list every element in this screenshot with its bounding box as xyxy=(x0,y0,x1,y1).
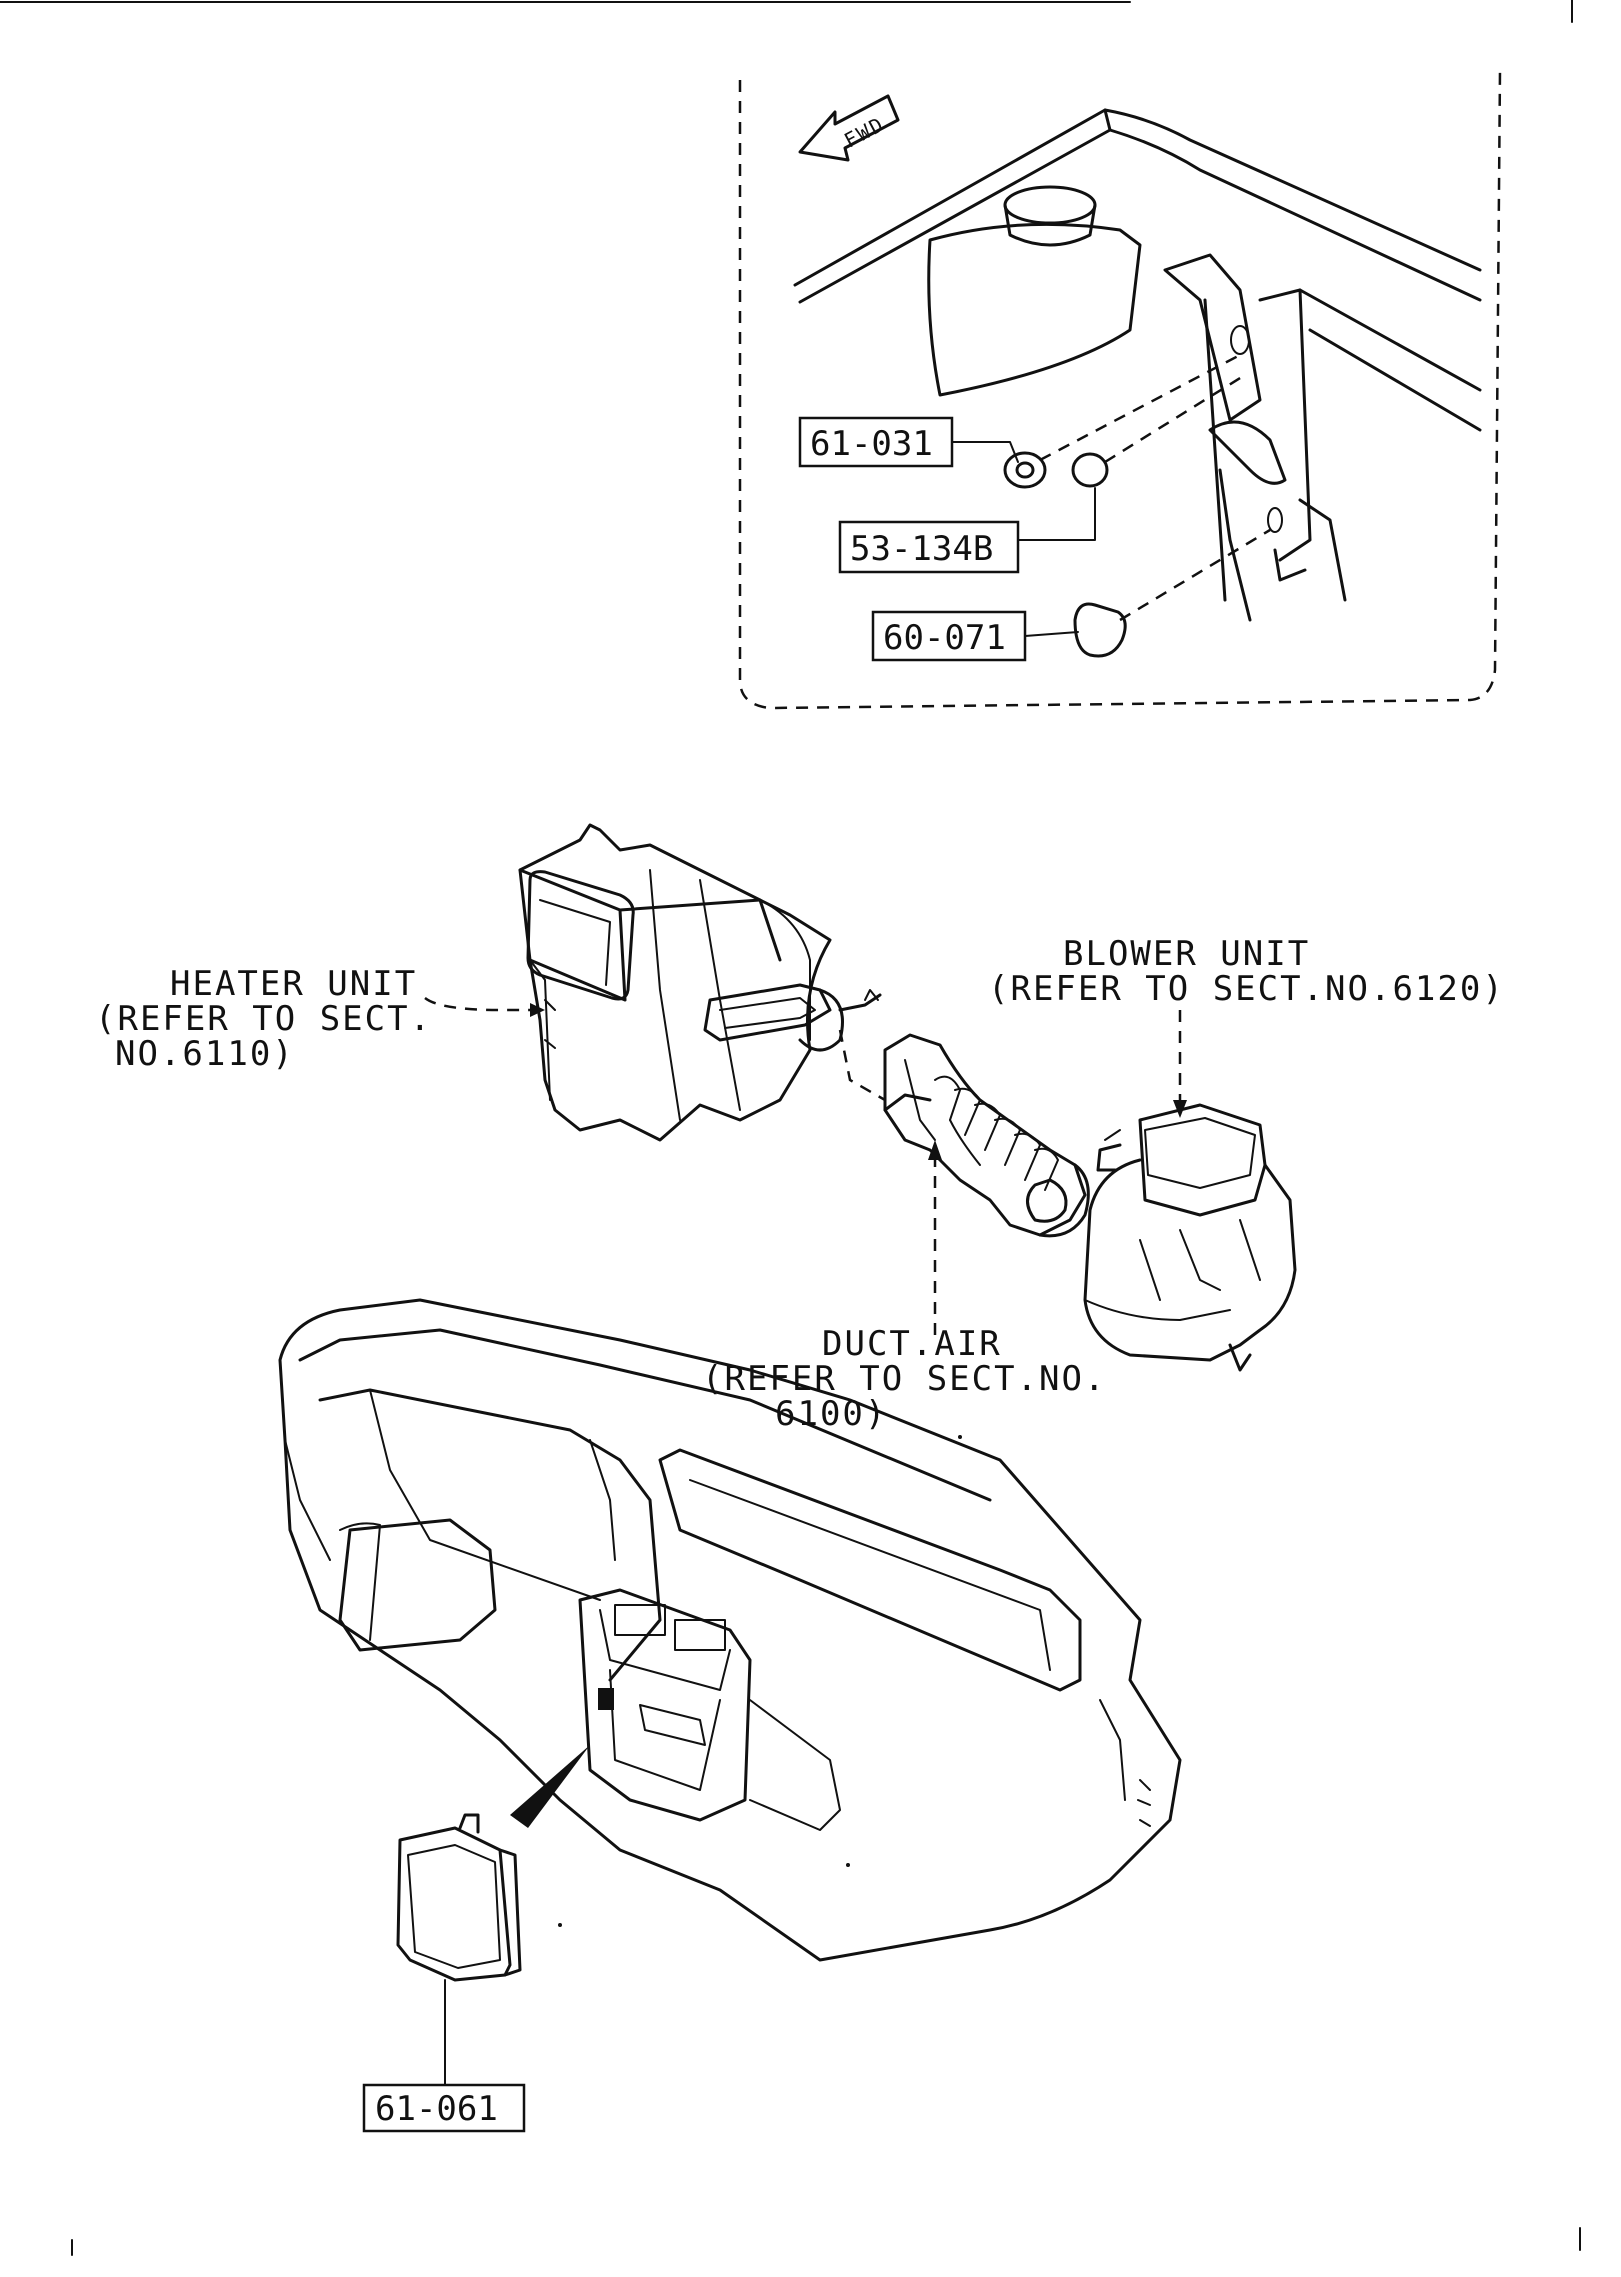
blower-label-line2: (REFER TO SECT.NO.6120) xyxy=(988,969,1505,1009)
air-duct-drawing xyxy=(838,1029,1090,1238)
screw xyxy=(838,993,882,1012)
duct-label-line2: (REFER TO SECT.NO. xyxy=(702,1359,1106,1399)
strut-mount xyxy=(1003,185,1097,225)
part-number-61-031: 61-031 xyxy=(810,424,933,464)
pointer-arrow xyxy=(510,1745,590,1828)
panel-location-marker xyxy=(598,1688,614,1710)
blower-unit-label: BLOWER UNIT (REFER TO SECT.NO.6120) xyxy=(988,934,1505,1118)
dashboard-drawing xyxy=(278,1298,1182,1962)
glovebox xyxy=(658,1448,1082,1692)
inset-dashed-border xyxy=(738,69,1502,710)
heater-label-line1: HEATER UNIT xyxy=(170,964,417,1004)
part-61-061-panel xyxy=(396,1813,522,1982)
steering-column xyxy=(338,1518,497,1652)
inner-panel xyxy=(1163,253,1262,422)
part-61-031-grommet xyxy=(1003,451,1047,489)
strut-tower xyxy=(927,222,1142,397)
heater-label-line3: NO.6110) xyxy=(115,1034,295,1074)
part-60-071-plug xyxy=(1073,602,1127,658)
vent-left xyxy=(614,1604,666,1636)
part-number-60-071: 60-071 xyxy=(883,618,1006,658)
center-console xyxy=(578,1588,752,1822)
callout-box-61-061 xyxy=(362,2083,526,2133)
duct-label-line1: DUCT.AIR xyxy=(822,1324,1002,1364)
part-number-53-134b: 53-134B xyxy=(850,529,993,569)
fwd-arrow-icon: FWD xyxy=(798,94,900,162)
blower-unit-drawing xyxy=(1083,1103,1297,1372)
callout-box-60-071 xyxy=(871,610,1027,662)
part-53-134b-plug xyxy=(1071,452,1109,488)
callout-box-53-134b xyxy=(838,520,1020,574)
heater-unit-label: HEATER UNIT (REFER TO SECT. NO.6110) xyxy=(95,964,545,1074)
heater-label-line2: (REFER TO SECT. xyxy=(95,999,432,1039)
duct-label-line3: 6100) xyxy=(775,1394,887,1434)
body-rail xyxy=(793,108,1112,304)
vent-right xyxy=(674,1619,726,1651)
heater-unit-drawing xyxy=(518,823,882,1142)
part-number-61-061: 61-061 xyxy=(375,2089,498,2129)
duct-air-label: DUCT.AIR (REFER TO SECT.NO. 6100) xyxy=(702,1140,1106,1434)
inset-detail: FWD 61-031 53-134B xyxy=(738,69,1502,710)
heater-outlet-flange xyxy=(703,983,832,1042)
blower-label-line1: BLOWER UNIT xyxy=(1063,934,1310,974)
